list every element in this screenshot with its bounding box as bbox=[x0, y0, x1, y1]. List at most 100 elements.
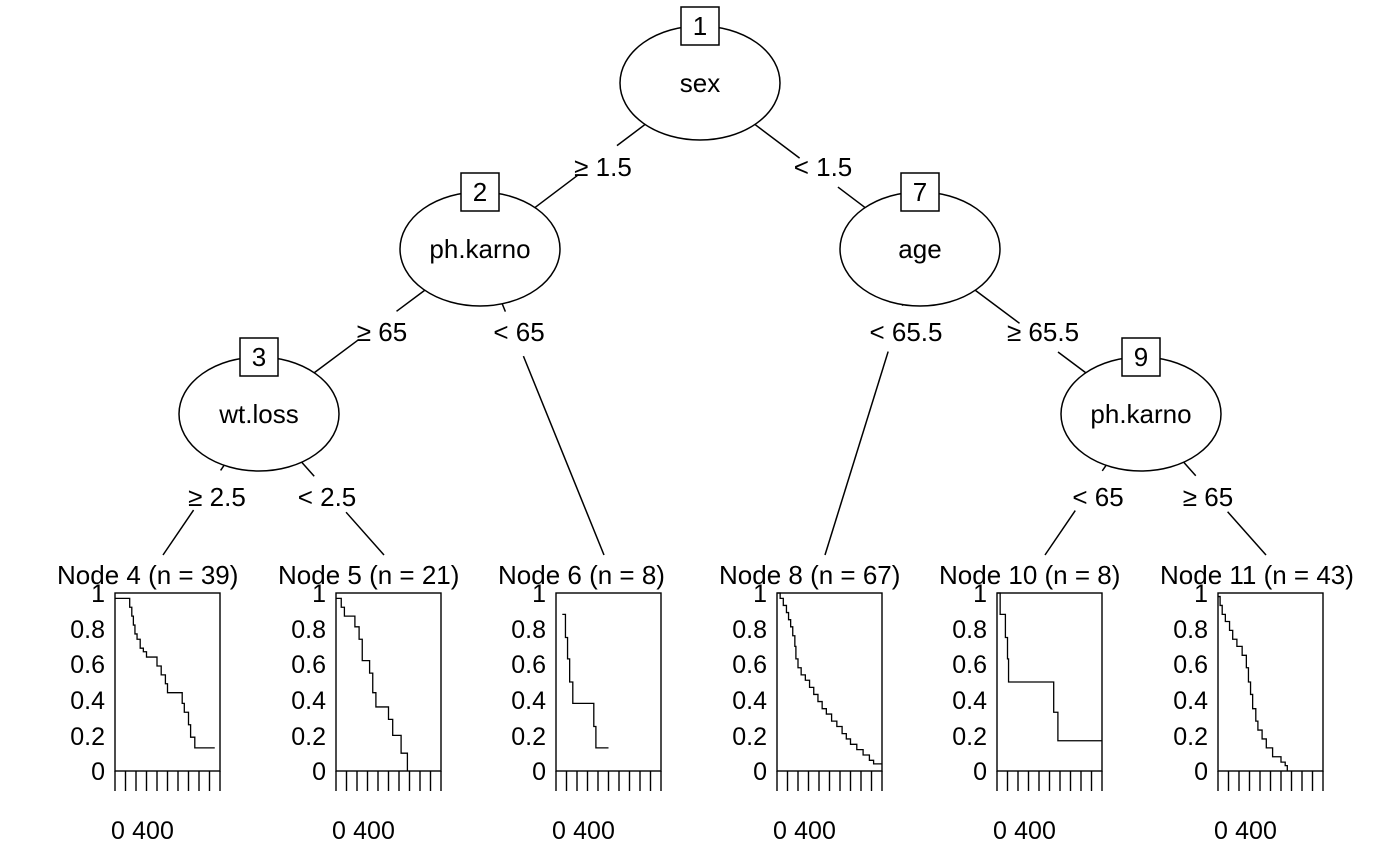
x-tick-label: 0 bbox=[1214, 817, 1228, 845]
inner-node: 1 sex bbox=[619, 6, 781, 141]
y-tick-label: 1 bbox=[532, 580, 546, 608]
y-tick-label: 1 bbox=[1194, 580, 1208, 608]
y-tick-label: 0.2 bbox=[952, 723, 987, 751]
y-tick-label: 1 bbox=[91, 580, 105, 608]
x-tick-label: 0 bbox=[111, 817, 125, 845]
y-tick-label: 0.8 bbox=[511, 616, 546, 644]
survival-curve bbox=[777, 592, 882, 765]
y-tick-label: 0.6 bbox=[70, 651, 105, 679]
terminal-node-title: Node 10 (n = 8) bbox=[939, 560, 1120, 590]
terminal-node-title: Node 6 (n = 8) bbox=[498, 560, 665, 590]
y-tick-label: 0.2 bbox=[511, 723, 546, 751]
edge-label: < 65 bbox=[493, 317, 544, 347]
edge-label: ≥ 1.5 bbox=[574, 152, 632, 182]
edge-label: ≥ 65.5 bbox=[1007, 317, 1079, 347]
x-tick-label: 0 bbox=[332, 817, 346, 845]
x-tick-label: 0 bbox=[773, 817, 787, 845]
edge-line bbox=[396, 289, 426, 312]
plot-frame bbox=[114, 592, 221, 772]
x-tick-label: 400 bbox=[1014, 817, 1056, 845]
node-id: 2 bbox=[473, 177, 487, 207]
inner-node: 9 ph.karno bbox=[1060, 337, 1222, 472]
x-tick-label: 400 bbox=[1235, 817, 1277, 845]
edge-line bbox=[301, 461, 315, 477]
y-tick-label: 0.4 bbox=[511, 687, 546, 715]
y-tick-label: 0.8 bbox=[732, 616, 767, 644]
edge-line bbox=[345, 511, 385, 556]
y-tick-label: 0.8 bbox=[1173, 616, 1208, 644]
node-id: 7 bbox=[913, 177, 927, 207]
terminal-node-title: Node 11 (n = 43) bbox=[1160, 560, 1354, 590]
y-tick-label: 0.2 bbox=[70, 723, 105, 751]
y-tick-label: 0.2 bbox=[732, 723, 767, 751]
plot-frame bbox=[776, 592, 883, 772]
node-split-variable: sex bbox=[680, 68, 720, 98]
y-tick-label: 0 bbox=[973, 758, 987, 786]
edge-label: ≥ 65 bbox=[357, 317, 407, 347]
edge-label: ≥ 2.5 bbox=[188, 482, 246, 512]
node-id: 9 bbox=[1134, 342, 1148, 372]
y-tick-label: 0 bbox=[753, 758, 767, 786]
y-tick-label: 1 bbox=[973, 580, 987, 608]
y-tick-label: 1 bbox=[312, 580, 326, 608]
y-tick-label: 0.6 bbox=[1173, 651, 1208, 679]
edge-line bbox=[1183, 461, 1197, 477]
edge-line bbox=[1227, 511, 1267, 556]
node-id-box bbox=[239, 337, 279, 377]
survival-curve bbox=[1218, 595, 1288, 771]
edge-line bbox=[837, 186, 866, 209]
inner-node: 2ph.karno bbox=[399, 172, 561, 307]
node-id-box bbox=[680, 6, 720, 46]
terminal-node-title: Node 8 (n = 67) bbox=[719, 560, 900, 590]
x-tick-label: 0 bbox=[552, 817, 566, 845]
y-tick-label: 0.4 bbox=[70, 687, 105, 715]
survival-curve bbox=[562, 613, 609, 749]
edge-label: ≥ 65 bbox=[1183, 482, 1233, 512]
node-id-box bbox=[460, 172, 500, 212]
edge-line bbox=[974, 289, 1020, 324]
edge-label: < 65.5 bbox=[869, 317, 942, 347]
node-id-box bbox=[900, 172, 940, 212]
plot-frame bbox=[1217, 592, 1324, 772]
survival-curve bbox=[997, 592, 1102, 742]
y-tick-label: 0.8 bbox=[291, 616, 326, 644]
y-tick-label: 0.2 bbox=[291, 723, 326, 751]
node-id-box bbox=[1121, 337, 1161, 377]
plot-frame bbox=[335, 592, 442, 772]
edge-line bbox=[754, 123, 801, 159]
edge-labels: ≥ 1.5< 1.5≥ 65< 65≥ 2.5< 2.5< 65.5≥ 65.5… bbox=[188, 152, 1233, 512]
edge-line bbox=[824, 351, 889, 556]
y-tick-label: 0.8 bbox=[952, 616, 987, 644]
y-tick-label: 1 bbox=[753, 580, 767, 608]
node-split-variable: wt.loss bbox=[218, 399, 298, 429]
node-split-variable: ph.karno bbox=[1090, 399, 1191, 429]
edge-label: < 65 bbox=[1072, 482, 1123, 512]
edge-line bbox=[313, 339, 359, 374]
node-id: 1 bbox=[693, 11, 707, 41]
y-tick-label: 0.6 bbox=[291, 651, 326, 679]
edge-line bbox=[522, 355, 605, 556]
edge-line bbox=[1044, 510, 1076, 556]
survival-curve bbox=[336, 597, 409, 771]
y-tick-label: 0.6 bbox=[511, 651, 546, 679]
y-tick-label: 0.4 bbox=[952, 687, 987, 715]
y-tick-label: 0 bbox=[532, 758, 546, 786]
y-tick-label: 0.4 bbox=[1173, 687, 1208, 715]
y-tick-label: 0.4 bbox=[732, 687, 767, 715]
y-tick-label: 0.6 bbox=[732, 651, 767, 679]
x-tick-label: 400 bbox=[794, 817, 836, 845]
y-tick-label: 0.6 bbox=[952, 651, 987, 679]
edge-line bbox=[501, 303, 507, 312]
terminal-node-title: Node 5 (n = 21) bbox=[278, 560, 459, 590]
edge-line bbox=[616, 123, 646, 147]
x-tick-label: 400 bbox=[132, 817, 174, 845]
x-tick-label: 0 bbox=[993, 817, 1007, 845]
y-tick-label: 0 bbox=[312, 758, 326, 786]
y-tick-label: 0.2 bbox=[1173, 723, 1208, 751]
